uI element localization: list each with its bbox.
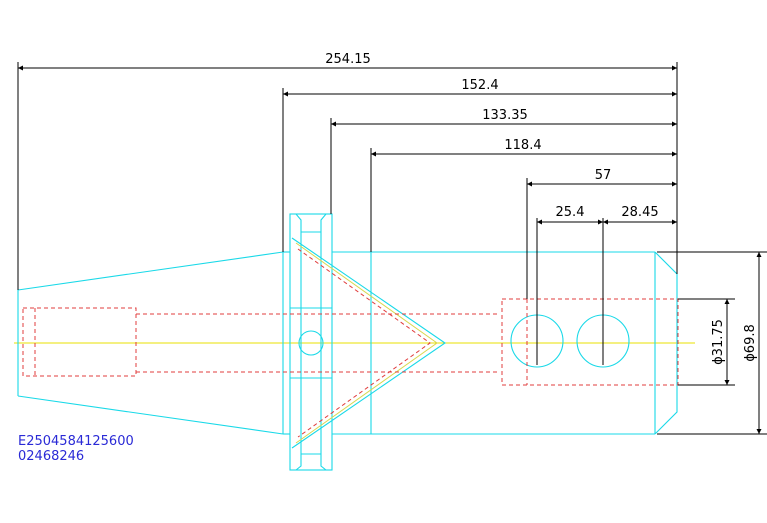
dimension-lines xyxy=(17,62,767,435)
dim-body-diameter: ϕ69.8 xyxy=(743,324,758,362)
dim-overall-length: 254.15 xyxy=(325,52,371,67)
dim-body-to-end: 118.4 xyxy=(504,138,541,153)
dim-hole-to-end: 28.45 xyxy=(621,205,658,220)
dim-bore-diameter: ϕ31.75 xyxy=(711,319,726,365)
dim-holes-to-end: 57 xyxy=(595,168,612,183)
drive-key-hole xyxy=(298,330,324,356)
cone-section xyxy=(295,242,438,444)
part-outline xyxy=(17,213,678,471)
dim-flange-to-end: 152.4 xyxy=(461,78,498,93)
part-code-label: E2504584125600 xyxy=(18,434,134,449)
hidden-lines xyxy=(22,298,679,386)
part-number-label: 02468246 xyxy=(18,449,85,464)
dim-hole-spacing: 25.4 xyxy=(556,205,585,220)
dim-groove-to-end: 133.35 xyxy=(482,108,528,123)
